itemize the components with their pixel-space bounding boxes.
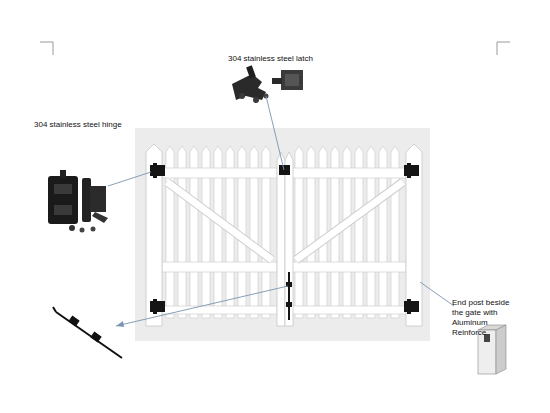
hinge-illustration <box>48 170 108 233</box>
rail <box>292 168 406 178</box>
post <box>277 152 285 326</box>
rail <box>162 262 277 272</box>
leader-arrowheads <box>116 321 124 327</box>
hinge <box>404 301 419 312</box>
crop-marks <box>497 42 510 55</box>
drop-rod-illustration <box>91 332 101 342</box>
latch <box>279 165 290 175</box>
end-post-illustration <box>496 325 506 374</box>
latch-illustration <box>232 74 266 100</box>
leader-lines <box>420 282 454 306</box>
drop-rod <box>288 272 290 320</box>
leader-lines <box>108 172 151 186</box>
brace-edge <box>167 182 272 260</box>
leader-lines <box>116 286 288 326</box>
rail <box>292 262 406 272</box>
hinge-spring <box>153 163 157 178</box>
crop-marks <box>40 42 53 55</box>
brace-edge <box>296 182 403 260</box>
hinge-illustration <box>92 212 108 223</box>
drop-rod-illustration <box>56 312 122 358</box>
hinge-illustration <box>91 227 96 232</box>
latch-illustration <box>239 93 245 99</box>
brace <box>296 182 403 260</box>
hinge-illustration <box>90 186 106 212</box>
hinge-illustration <box>69 225 75 231</box>
hinge <box>404 165 419 176</box>
hinge-spring <box>407 163 411 178</box>
hinge-illustration <box>54 205 72 215</box>
brace <box>167 182 272 260</box>
callout-label: End post beside the gate with Aluminum R… <box>452 298 512 338</box>
callout-label: 304 stainless steel hinge <box>34 120 154 130</box>
leader-lines <box>266 96 284 170</box>
hinge <box>150 301 165 312</box>
drop-rod-illustration <box>53 307 122 358</box>
drop-rod-illustration <box>53 307 56 312</box>
photo-backdrop <box>135 128 430 341</box>
leader-arrowheads <box>116 321 124 327</box>
post <box>285 152 293 326</box>
crop-marks <box>40 42 510 55</box>
latch-illustration <box>272 78 282 84</box>
latch-illustration <box>246 65 256 78</box>
hinge-illustration <box>48 176 78 224</box>
hinge <box>150 165 165 176</box>
latch-illustration <box>285 74 299 86</box>
callout-label: 304 stainless steel latch <box>228 54 348 64</box>
gate <box>146 144 422 326</box>
drop-rod-bracket <box>286 302 292 307</box>
leader-lines <box>108 96 454 326</box>
rail <box>162 306 277 314</box>
hinge-illustration <box>80 228 85 233</box>
latch-illustration <box>232 65 303 103</box>
hinge-spring <box>407 299 411 314</box>
hinge-illustration <box>60 170 66 178</box>
hinge-spring <box>153 299 157 314</box>
rail <box>162 168 277 178</box>
drop-rod-illustration <box>69 316 79 326</box>
latch-illustration <box>253 97 259 103</box>
hinge-illustration <box>54 184 72 194</box>
rail <box>292 306 406 314</box>
hinge-illustration <box>82 178 91 222</box>
latch-illustration <box>281 70 303 90</box>
